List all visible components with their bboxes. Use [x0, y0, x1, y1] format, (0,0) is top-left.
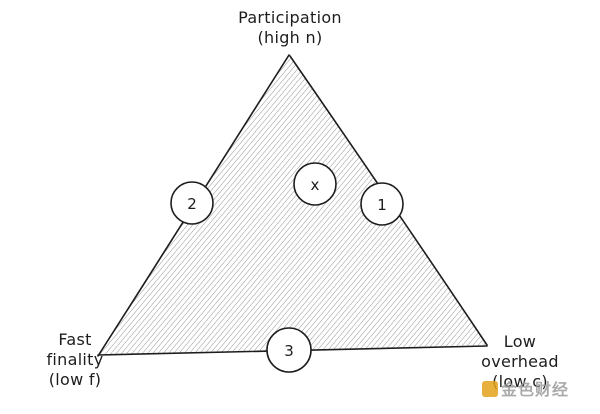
vertex-label-line: (low c) [492, 372, 548, 391]
node-2: 2 [170, 181, 214, 225]
vertex-label-fast-finality: Fast finality (low f) [20, 330, 130, 390]
node-x: x [293, 162, 337, 206]
vertex-label-participation: Participation (high n) [200, 8, 380, 48]
watermark-logo-icon [482, 381, 498, 397]
vertex-label-line: (high n) [257, 28, 323, 47]
node-2-label: 2 [187, 195, 197, 213]
vertex-label-line: Participation [238, 8, 342, 27]
vertex-label-line: overhead [481, 352, 559, 371]
node-1: 1 [360, 182, 404, 226]
vertex-label-line: finality [46, 350, 104, 369]
node-x-label: x [311, 176, 320, 194]
vertex-label-line: Fast [58, 330, 92, 349]
watermark: 金色财经 [482, 376, 569, 400]
triangle-hatch-fill [98, 55, 487, 355]
watermark-text: 金色财经 [501, 380, 570, 399]
vertex-label-line: Low [503, 332, 537, 351]
vertex-label-line: (low f) [48, 370, 102, 389]
node-3: 3 [266, 327, 312, 373]
node-1-label: 1 [377, 196, 387, 214]
vertex-label-low-overhead: Low overhead (low c) [445, 332, 595, 392]
node-3-label: 3 [284, 342, 294, 360]
